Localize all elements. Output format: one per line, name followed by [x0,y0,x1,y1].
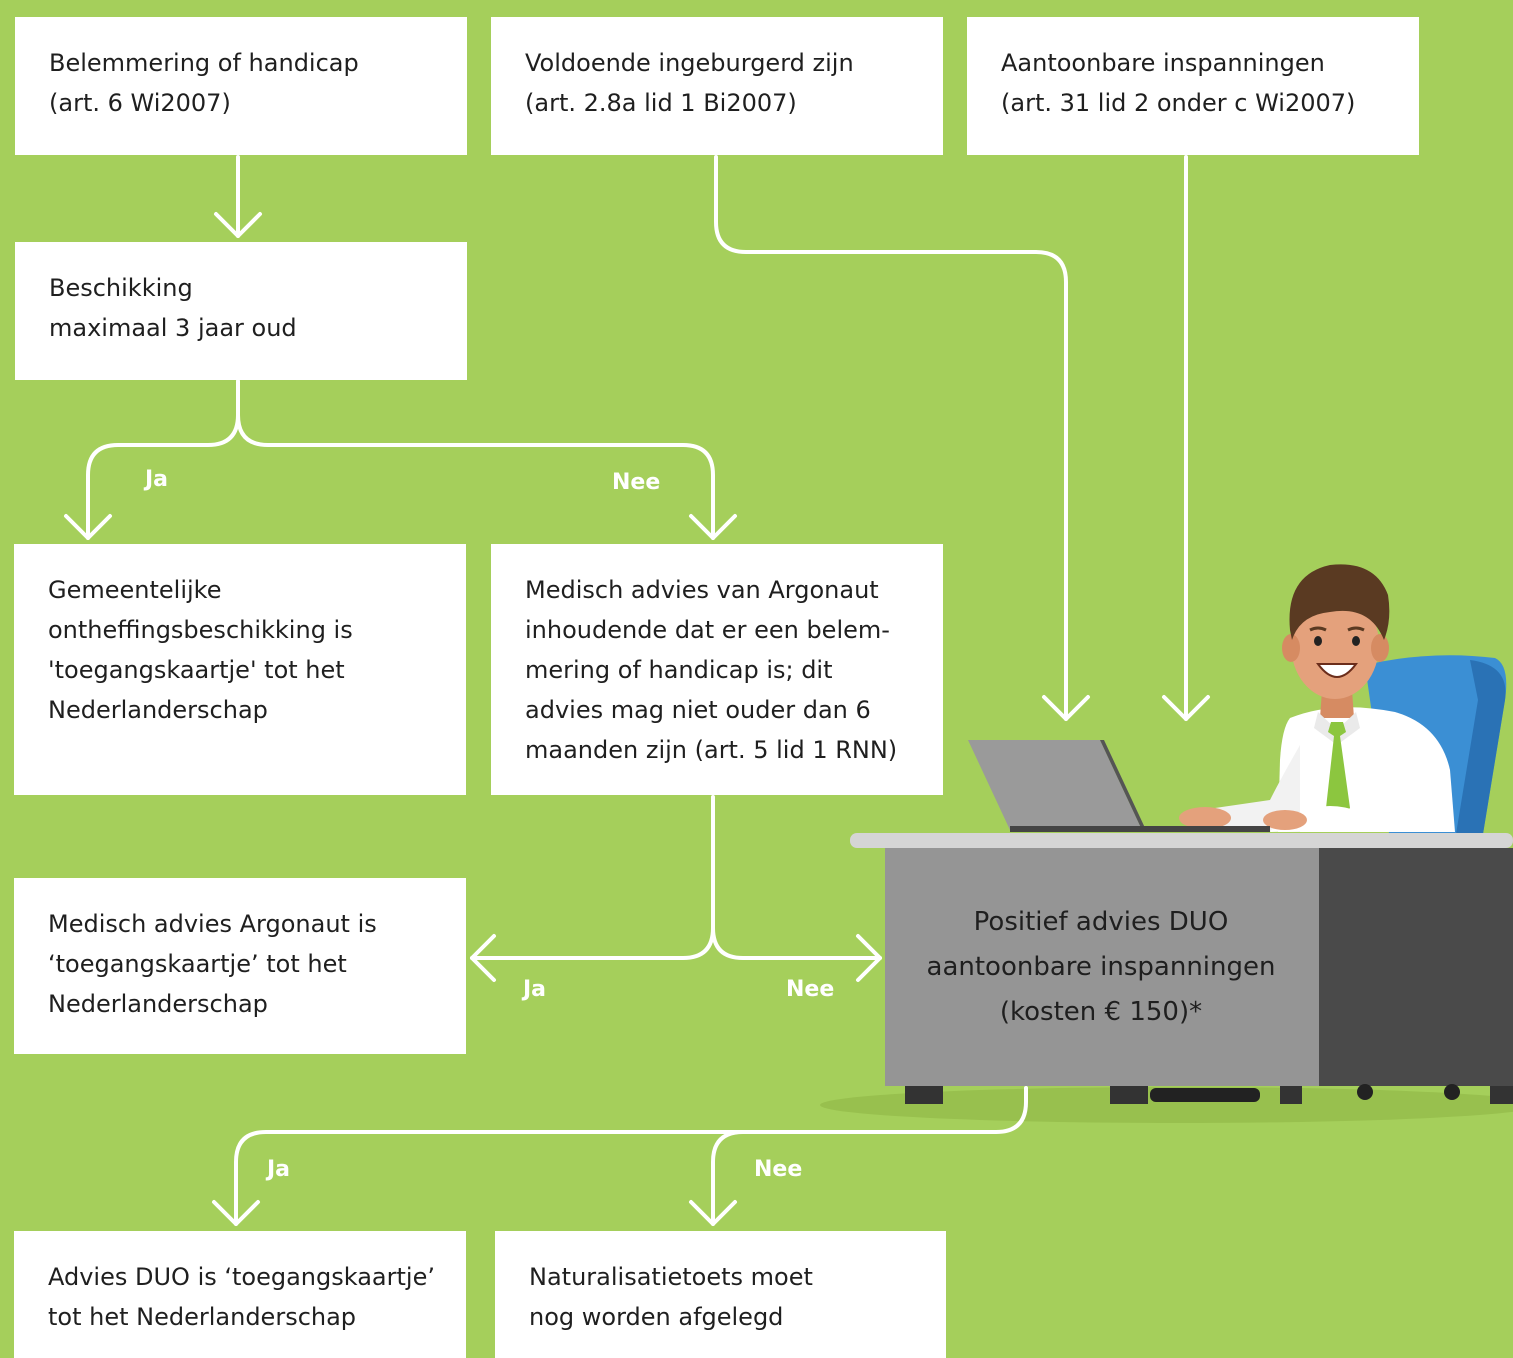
box-advies-duo: Advies DUO is ‘toegangskaartje’ tot het … [14,1231,466,1358]
desk-icon [850,833,1513,1104]
label-ja-desk: Ja [267,1157,291,1182]
arrowhead-beschikking [214,212,262,238]
box-beschikking: Beschikking maximaal 3 jaar oud [15,242,467,380]
box-naturalisatietoets: Naturalisatietoets moet nog worden afgel… [495,1231,946,1358]
label-nee-desk: Nee [754,1157,803,1182]
label-nee-beschikking: Nee [612,470,661,495]
arrow-beschikking-nee [236,413,715,540]
arrowhead-aantoonbare [1162,695,1210,721]
box-medisch-advies: Medisch advies van Argonaut inhoudende d… [491,544,943,795]
box-belemmering: Belemmering of handicap (art. 6 Wi2007) [15,17,467,155]
person-icon [1179,564,1455,832]
arrowhead-ingeburgerd [1042,695,1090,721]
arrowhead-medisch-toegang [470,934,496,982]
floor-shadow [820,1087,1513,1123]
arrow-medisch-nee [711,926,882,960]
arrowhead-naturalisatietoets [689,1200,737,1226]
desk-label-positief-advies: Positief advies DUO aantoonbare inspanni… [926,907,1276,1027]
arrowhead-medisch-advies [689,514,737,540]
arrowhead-desk [856,934,882,982]
arrow-desk-nee [711,1130,745,1226]
arrow-beschikking-ja [86,379,240,540]
label-ja-beschikking: Ja [145,467,169,492]
laptop-icon [968,740,1270,832]
label-nee-medisch: Nee [786,977,835,1002]
arrowhead-gemeentelijke [64,514,112,540]
box-medisch-toegang: Medisch advies Argonaut is ‘toegangskaar… [14,878,466,1054]
box-ingeburgerd: Voldoende ingeburgerd zijn (art. 2.8a li… [491,17,943,155]
arrow-ingeburgerd-to-desk [714,155,1068,721]
label-ja-medisch: Ja [523,977,547,1002]
box-gemeentelijke: Gemeentelijke ontheffingsbeschikking is … [14,544,466,795]
arrowhead-advies-duo [212,1200,260,1226]
arrow-desk-ja [234,1086,1028,1226]
box-aantoonbare: Aantoonbare inspanningen (art. 31 lid 2 … [967,17,1419,155]
arrow-medisch-ja [470,795,715,960]
